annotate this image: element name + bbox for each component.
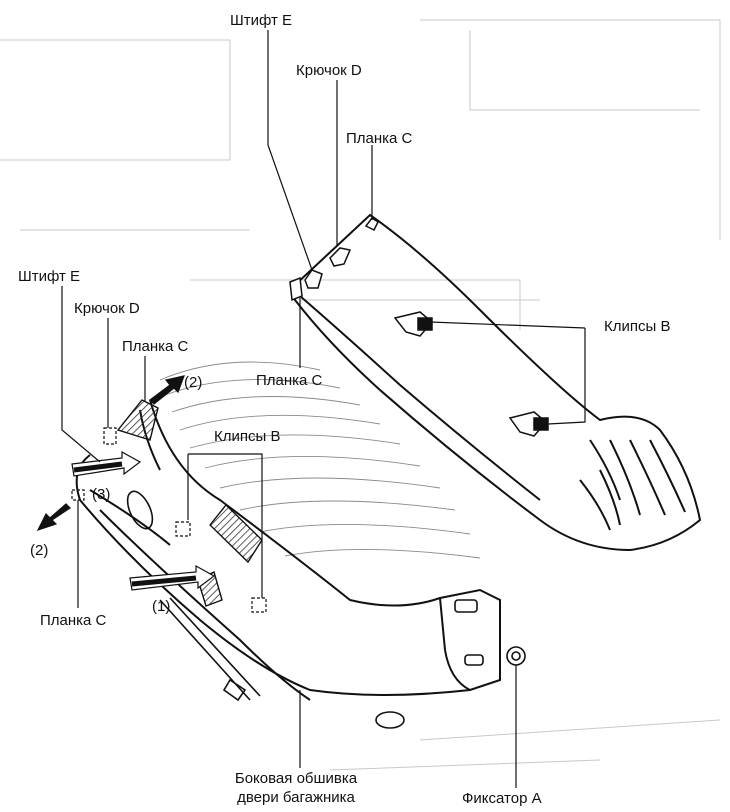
label-trim-line1: Боковая обшивка bbox=[234, 770, 358, 787]
label-strip-c-top: Планка C bbox=[346, 130, 413, 147]
label-pin-e-left: Штифт E bbox=[18, 268, 81, 285]
label-hook-d-left: Крючок D bbox=[74, 300, 140, 317]
label-step-2-upper: (2) bbox=[184, 374, 203, 391]
label-clips-b-left: Клипсы B bbox=[214, 428, 281, 445]
label-step-1: (1) bbox=[152, 598, 171, 615]
left-trim-panel bbox=[75, 399, 501, 701]
label-strip-c-mid: Планка C bbox=[256, 372, 323, 389]
label-clips-b-right: Клипсы B bbox=[604, 318, 671, 335]
label-retainer-a: Фиксатор A bbox=[462, 790, 542, 807]
leader-lines bbox=[61, 30, 586, 788]
glass-lines bbox=[159, 361, 481, 559]
label-step-2-lower: (2) bbox=[30, 542, 49, 559]
dashed-clip-outlines bbox=[71, 427, 267, 613]
right-clips bbox=[289, 216, 549, 437]
label-strip-c-left: Планка C bbox=[122, 338, 189, 355]
right-trim-panel bbox=[294, 213, 702, 552]
label-trim-line2: двери багажника bbox=[237, 789, 355, 806]
left-lower-details bbox=[126, 490, 526, 729]
label-pin-e-top: Штифт E bbox=[230, 12, 293, 29]
label-step-3: (3) bbox=[92, 486, 111, 503]
label-hook-d-top: Крючок D bbox=[296, 62, 362, 79]
removal-arrows bbox=[36, 375, 216, 591]
label-strip-c-bottom: Планка C bbox=[40, 612, 107, 629]
